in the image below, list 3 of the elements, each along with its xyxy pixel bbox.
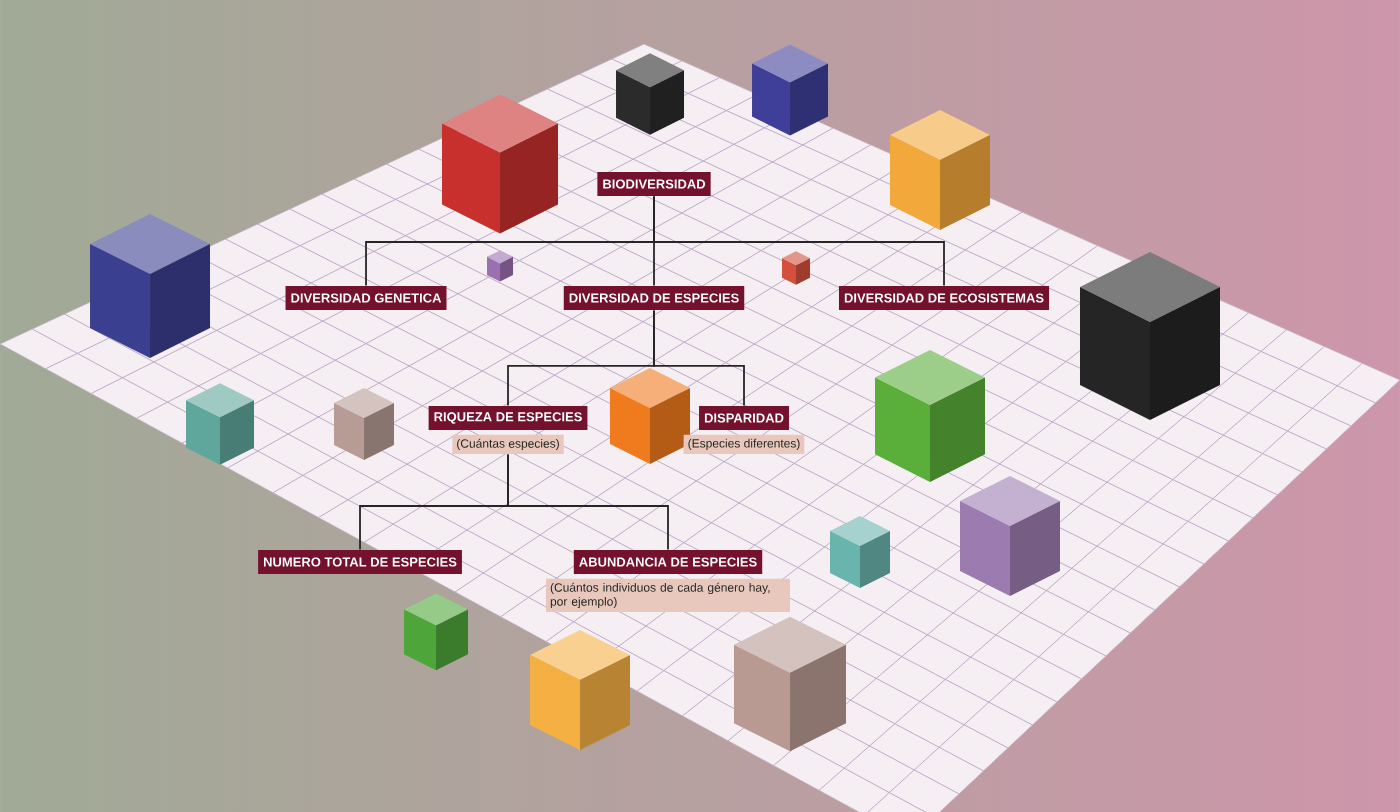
connector-line bbox=[507, 453, 669, 551]
connector-line bbox=[653, 309, 745, 407]
connector-line bbox=[653, 195, 945, 287]
